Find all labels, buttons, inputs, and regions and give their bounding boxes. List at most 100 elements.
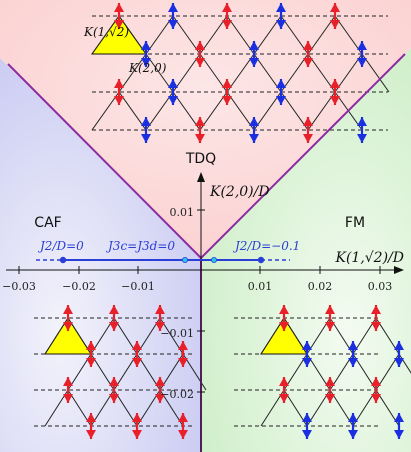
spin-arrow [141, 117, 151, 143]
spin-arrow [178, 341, 188, 367]
spin-arrow [357, 117, 367, 143]
lattice-bond [280, 53, 309, 93]
spin-arrow [132, 413, 142, 439]
spin-arrow [114, 79, 124, 105]
y-tick-label: −0.02 [160, 388, 194, 401]
x-tick-label: 0.01 [248, 280, 273, 293]
path-crossing-left [181, 256, 188, 263]
axis-ticks [18, 209, 381, 393]
lattice-bond [280, 91, 309, 131]
lattice-bond [226, 15, 255, 55]
lattice-bond [118, 91, 147, 131]
spin-arrow [303, 117, 313, 143]
bond-label-k1: K(1,√2) [83, 25, 129, 39]
lattice-fm [234, 305, 411, 439]
lattice-bond [253, 15, 282, 55]
lattice-bond [91, 91, 120, 131]
lattice-bond [226, 53, 255, 93]
spin-arrow [63, 377, 73, 403]
boundary-right [200, 53, 406, 259]
tdq-label: TDQ [185, 151, 216, 167]
spin-arrow [325, 377, 335, 403]
lattice-bond [118, 15, 147, 55]
spin-arrow [371, 305, 381, 331]
spin-arrow [178, 413, 188, 439]
spin-arrow [394, 341, 404, 367]
spin-arrow [132, 341, 142, 367]
spin-arrow [302, 413, 312, 439]
y-tick-label: −0.01 [160, 327, 194, 340]
spin-arrow [330, 3, 340, 29]
lattice-bond [145, 91, 174, 131]
x-axis-arrow [394, 266, 404, 274]
lattice-bond [307, 53, 336, 93]
lattice-tdq [91, 3, 390, 143]
spin-arrow [303, 41, 313, 67]
lattice-bond [307, 91, 336, 131]
lattice-bond [226, 91, 255, 131]
spin-arrow [86, 341, 96, 367]
spin-arrow [86, 413, 96, 439]
lattice-bond [118, 53, 147, 93]
spin-arrow [109, 305, 119, 331]
x-tick-label: −0.03 [2, 280, 36, 293]
lattice-bond [280, 15, 309, 55]
lattice-bond [172, 53, 201, 93]
lattice-bond [199, 53, 228, 93]
spin-arrow [357, 41, 367, 67]
lattice-caf [34, 305, 207, 439]
spin-arrow [63, 305, 73, 331]
spin-arrow [330, 79, 340, 105]
lattice-bond [172, 15, 201, 55]
lattice-bond [361, 53, 390, 93]
spin-arrow [276, 3, 286, 29]
spin-arrow [249, 41, 259, 67]
lattice-bond [334, 53, 363, 93]
x-tick-label: 0.03 [368, 280, 393, 293]
x-tick-label: −0.02 [62, 280, 96, 293]
lattice-bond [253, 53, 282, 93]
path-endpoint-left [59, 256, 67, 264]
lattice-bond [199, 91, 228, 131]
caf-label: CAF [34, 215, 61, 231]
spin-arrow [325, 305, 335, 331]
spin-arrow [109, 377, 119, 403]
spin-arrow [302, 341, 312, 367]
spin-arrow [114, 3, 124, 29]
y-tick-label: 0.01 [170, 206, 195, 219]
spin-arrow [348, 341, 358, 367]
x-tick-label: 0.02 [308, 280, 333, 293]
annotation-middle: J3c=J3d=0 [105, 239, 175, 253]
lattice-bond [145, 53, 174, 93]
lattice-bond [253, 91, 282, 131]
fm-label: FM [345, 215, 365, 231]
spin-arrow [155, 305, 165, 331]
x-axis-label: K(1,√2)/D [334, 250, 404, 266]
lattice-bond [199, 15, 228, 55]
lattice-bond [307, 15, 336, 55]
spin-arrow [168, 3, 178, 29]
spin-arrow [195, 41, 205, 67]
spin-arrow [371, 377, 381, 403]
spin-arrow [276, 79, 286, 105]
spin-arrow [222, 3, 232, 29]
boundary-left [7, 63, 202, 259]
lattice-bond [145, 15, 174, 55]
annotation-right: J2/D=−0.1 [232, 239, 300, 253]
annotation-left: J2/D=0 [37, 239, 84, 253]
spin-arrow [348, 413, 358, 439]
lattice-bond [172, 91, 201, 131]
spin-arrow [155, 377, 165, 403]
spin-arrow [141, 41, 151, 67]
path-crossing-right [210, 256, 217, 263]
spin-arrow [222, 79, 232, 105]
lattice-bond [334, 15, 363, 55]
path-endpoint-right [257, 256, 265, 264]
fm-region [201, 48, 411, 452]
spin-arrow [394, 413, 404, 439]
bond-label-k2: K(2,0) [128, 61, 167, 75]
y-axis-label: K(2,0)/D [209, 184, 270, 200]
spin-arrow [249, 117, 259, 143]
